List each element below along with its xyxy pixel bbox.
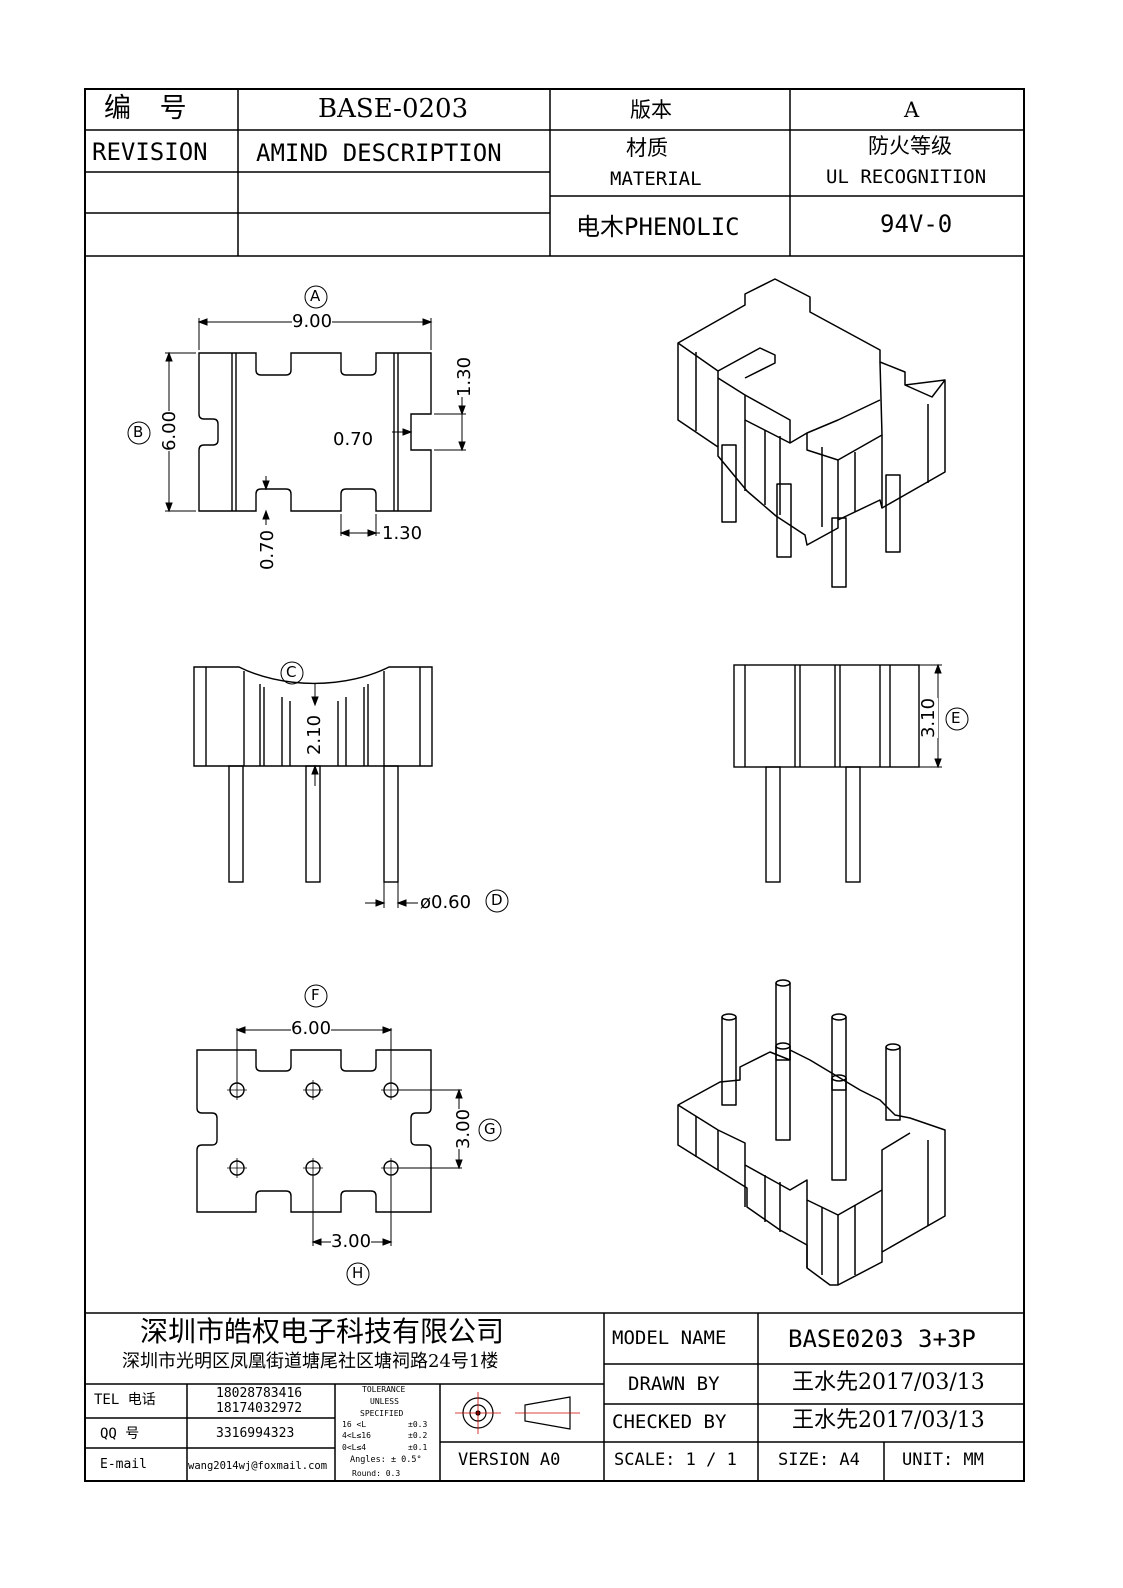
dim-pin-diameter: ø0.60 [420,892,472,913]
footer-table-lines [84,1312,1023,1482]
label-f: F [311,986,320,1004]
email-value: wang2014wj@foxmail.com [188,1460,328,1472]
version-label: 版本 [630,98,672,122]
side-view [733,664,920,883]
material-en-label: MATERIAL [610,168,702,190]
ul-cn-label: 防火等级 [868,134,952,158]
dim-side-height: 3.10 [918,697,940,739]
revision-label: REVISION [92,138,208,166]
label-c: C [286,663,297,681]
dim-slot-depth-bottom: 0.70 [257,529,279,571]
size-label: SIZE: A4 [778,1450,860,1470]
unit-label: UNIT: MM [902,1450,984,1470]
dim-pin-pitch-x: 3.00 [331,1231,372,1252]
company-address: 深圳市光明区凤凰街道塘尾社区塘祠路24号1楼 [122,1351,499,1372]
qq-value: 3316994323 [216,1426,295,1441]
version-value: A [904,98,920,122]
model-name-value: BASE0203 3+3P [788,1325,976,1353]
iso-view-bottom [677,979,946,1286]
tolerance-range-2: 4<L≤16 [342,1431,371,1440]
dim-pin-span: 6.00 [291,1018,332,1039]
qq-label: QQ 号 [100,1426,140,1442]
iso-view-top [677,278,946,588]
front-view [193,666,433,883]
label-h: H [352,1264,364,1282]
dim-slot-width-right: 0.70 [333,429,374,450]
tolerance-round: Round: 0.3 [352,1469,401,1478]
label-b: B [133,423,144,441]
dim-slot-width-bottom: 1.30 [382,523,423,544]
tolerance-range-1: 16 <L [342,1420,367,1429]
drawn-by-label: DRAWN BY [628,1373,720,1395]
top-view-dims [127,285,466,537]
bottom-view [196,1049,432,1213]
checked-by-value: 王水先2017/03/13 [792,1408,985,1433]
label-g: G [484,1120,496,1138]
amind-description-label: AMIND DESCRIPTION [256,139,502,167]
email-label: E-mail [100,1457,147,1472]
material-cn-label: 材质 [626,136,668,160]
projection-symbol [455,1392,580,1434]
tel-value-2: 18174032972 [216,1401,303,1416]
company-name: 深圳市皓权电子科技有限公司 [140,1315,505,1348]
front-view-dims [280,661,509,913]
tolerance-value-3: ±0.1 [408,1443,428,1452]
part-number-label: 编 号 [104,93,197,124]
tolerance-value-1: ±0.3 [408,1420,428,1429]
version-a0: VERSION A0 [458,1450,561,1470]
dim-slot-depth-right: 1.30 [454,356,476,398]
ul-value: 94V-0 [880,210,953,238]
header-table-lines [84,88,1023,257]
tolerance-title-1: TOLERANCE [362,1385,406,1394]
tolerance-angles: Angles: ± 0.5° [350,1455,422,1465]
drawn-by-value: 王水先2017/03/13 [792,1370,985,1395]
tolerance-value-2: ±0.2 [408,1431,428,1440]
tolerance-title-2: UNLESS [370,1397,399,1406]
dim-width: 9.00 [292,311,333,332]
tolerance-title-3: SPECIFIED [360,1409,404,1418]
tel-value-1: 18028783416 [216,1386,303,1401]
drawing-sheet [84,88,1025,1482]
part-number: BASE-0203 [318,94,469,124]
dim-arc-depth: 2.10 [304,714,326,756]
label-e: E [951,709,961,727]
ul-en-label: UL RECOGNITION [826,166,987,188]
dim-pin-pitch-y: 3.00 [453,1108,475,1150]
model-name-label: MODEL NAME [612,1327,727,1349]
dim-height: 6.00 [159,410,181,452]
label-d: D [491,891,503,909]
label-a: A [310,287,321,305]
scale-label: SCALE: 1 / 1 [614,1450,737,1470]
material-value: 电木PHENOLIC [576,213,740,241]
checked-by-label: CHECKED BY [612,1411,727,1433]
tel-label: TEL 电话 [94,1392,156,1408]
tolerance-range-3: 0<L≤4 [342,1443,367,1452]
